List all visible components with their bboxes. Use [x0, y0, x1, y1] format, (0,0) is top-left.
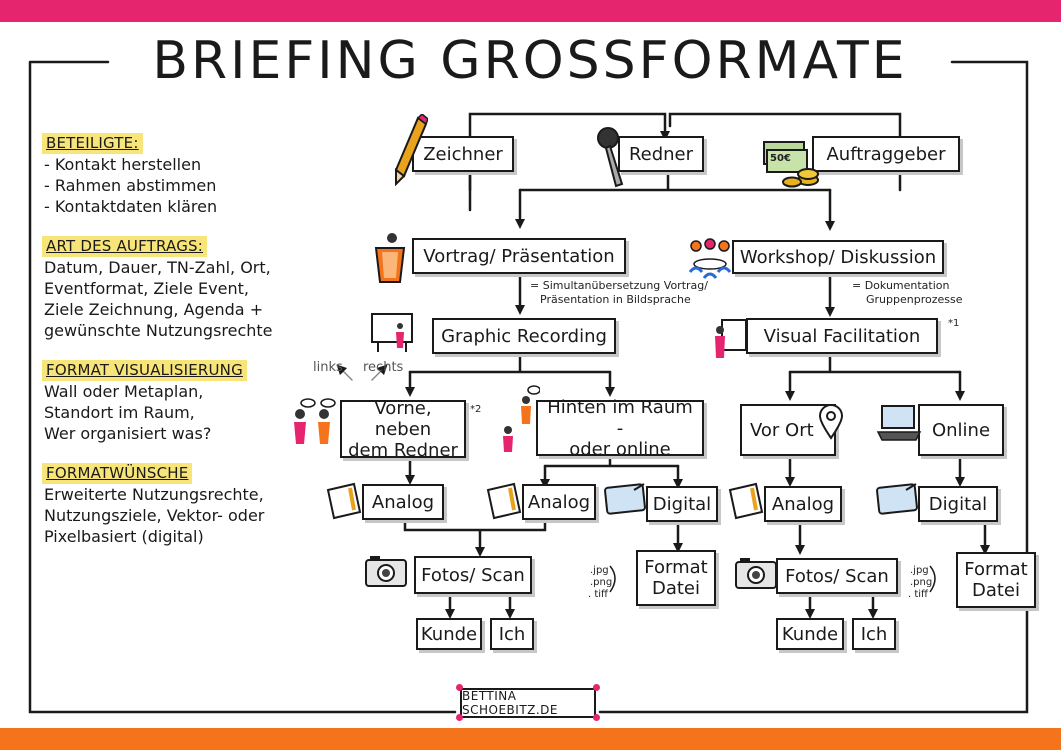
section-line: Erweiterte Nutzungsrechte,	[44, 485, 264, 504]
section-art-des-auftrags: ART DES AUFTRAGS: Datum, Dauer, TN-Zahl,…	[42, 235, 314, 341]
node-vorne-line2: dem Redner	[348, 439, 458, 461]
tablet-icon	[876, 483, 918, 515]
label-rechts: rechts	[363, 360, 404, 375]
node-vorne-line1: Vorne, neben	[374, 397, 432, 440]
node-online: Online	[918, 404, 1004, 456]
ext-png-2: .png	[910, 577, 933, 588]
node-workshop: Workshop/ Diskussion	[732, 240, 944, 274]
node-graphic-recording: Graphic Recording	[432, 318, 616, 354]
section-line: - Rahmen abstimmen	[44, 176, 217, 195]
section-line: Ziele Zeichnung, Agenda +	[44, 300, 264, 319]
tablet-icon	[604, 483, 646, 515]
logo-corner-dot	[593, 684, 600, 691]
section-formatwuensche: FORMATWÜNSCHE Erweiterte Nutzungsrechte,…	[42, 462, 314, 547]
microphone-icon	[597, 127, 624, 188]
group-people-icon	[688, 238, 732, 279]
section-beteiligte: BETEILIGTE: - Kontakt herstellen - Rahme…	[42, 132, 314, 217]
briefing-checklist: BETEILIGTE: - Kontakt herstellen - Rahme…	[42, 132, 314, 565]
node-vortrag: Vortrag/ Präsentation	[412, 238, 626, 274]
section-heading: BETEILIGTE:	[42, 133, 143, 154]
section-heading: FORMATWÜNSCHE	[42, 463, 193, 484]
graphic-wall-icon	[371, 313, 413, 352]
node-format-datei-2: Format Datei	[956, 552, 1036, 608]
node-format-line2: Datei	[651, 578, 701, 599]
node-digital-1: Digital	[646, 486, 718, 522]
lectern-icon	[374, 233, 406, 283]
note-simultan-2: Präsentation in Bildsprache	[540, 293, 691, 306]
node-format-line1: Format	[644, 557, 708, 578]
section-line: gewünschte Nutzungsrechte	[44, 321, 273, 340]
node-format-line2: Datei	[971, 580, 1021, 601]
section-line: Nutzungsziele, Vektor- oder	[44, 506, 265, 525]
note-doku-1: = Dokumentation	[852, 279, 950, 292]
node-kunde-2: Kunde	[776, 618, 844, 650]
section-line: Wall oder Metaplan,	[44, 382, 204, 401]
node-vorne: Vorne, neben dem Redner	[340, 397, 466, 461]
section-line: Wer organisiert was?	[44, 424, 212, 443]
brand-logo-text: BETTINA SCHOEBITZ.DE	[462, 689, 559, 717]
node-format-line1: Format	[964, 559, 1028, 580]
section-heading: ART DES AUFTRAGS:	[42, 236, 208, 257]
ext-png-1: .png	[590, 577, 613, 588]
ext-jpg-2: .jpg	[910, 565, 929, 576]
bottom-color-bar	[0, 728, 1061, 750]
label-links: links	[313, 360, 343, 375]
footnote-mark-1: *1	[948, 318, 960, 329]
ext-jpg-1: .jpg	[590, 565, 609, 576]
location-pin-icon	[818, 404, 844, 440]
section-line: - Kontakt herstellen	[44, 155, 202, 174]
node-analog-2: Analog	[522, 484, 596, 520]
logo-corner-dot	[593, 714, 600, 721]
logo-corner-dot	[456, 684, 463, 691]
flipchart-icon	[715, 319, 747, 358]
node-format-datei-1: Format Datei	[636, 550, 716, 606]
node-fotos-scan-2: Fotos/ Scan	[776, 558, 898, 594]
page-title: BRIEFING GROSSFORMATE	[152, 31, 908, 91]
node-hinten: Hinten im Raum - oder online	[536, 396, 704, 460]
node-redner: Redner	[618, 136, 704, 172]
node-analog-3: Analog	[764, 486, 842, 522]
node-zeichner: Zeichner	[412, 136, 514, 172]
money-icon	[763, 141, 819, 188]
footnote-mark-2: *2	[470, 404, 482, 415]
node-digital-2: Digital	[918, 486, 998, 522]
top-color-bar	[0, 0, 1061, 22]
speaker-and-listener-icon	[503, 385, 540, 452]
paper-pen-icon	[728, 482, 764, 520]
money-label: 50€	[770, 153, 791, 164]
paper-pen-icon	[326, 482, 362, 520]
laptop-icon	[876, 405, 922, 441]
two-people-icon	[294, 398, 336, 444]
node-hinten-line1: Hinten im Raum -	[547, 396, 693, 439]
note-doku-2: Gruppenprozesse	[866, 293, 963, 306]
camera-icon	[365, 556, 407, 587]
section-line: Standort im Raum,	[44, 403, 195, 422]
paper-pen-icon	[486, 482, 522, 520]
node-hinten-line2: oder online	[569, 438, 671, 460]
node-kunde-1: Kunde	[416, 618, 482, 650]
section-line: Pixelbasiert (digital)	[44, 527, 204, 546]
node-analog-1: Analog	[362, 484, 444, 520]
ext-tiff-2: . tiff	[908, 589, 928, 600]
brand-logo: BETTINA SCHOEBITZ.DE	[460, 688, 596, 718]
section-heading: FORMAT VISUALISIERUNG	[42, 360, 247, 381]
pencil-icon	[394, 114, 428, 186]
section-line: Eventformat, Ziele Event,	[44, 279, 249, 298]
section-line: - Kontaktdaten klären	[44, 197, 218, 216]
camera-icon	[735, 558, 777, 589]
section-format-visualisierung: FORMAT VISUALISIERUNG Wall oder Metaplan…	[42, 359, 314, 444]
node-visual-facilitation: Visual Facilitation	[746, 318, 938, 354]
section-line: Datum, Dauer, TN-Zahl, Ort,	[44, 258, 271, 277]
node-fotos-scan-1: Fotos/ Scan	[414, 556, 532, 594]
ext-tiff-1: . tiff	[588, 589, 608, 600]
node-auftraggeber: Auftraggeber	[812, 136, 960, 172]
node-ich-1: Ich	[490, 618, 534, 650]
logo-corner-dot	[456, 714, 463, 721]
node-ich-2: Ich	[852, 618, 896, 650]
note-simultan-1: = Simultanübersetzung Vortrag/	[530, 279, 708, 292]
